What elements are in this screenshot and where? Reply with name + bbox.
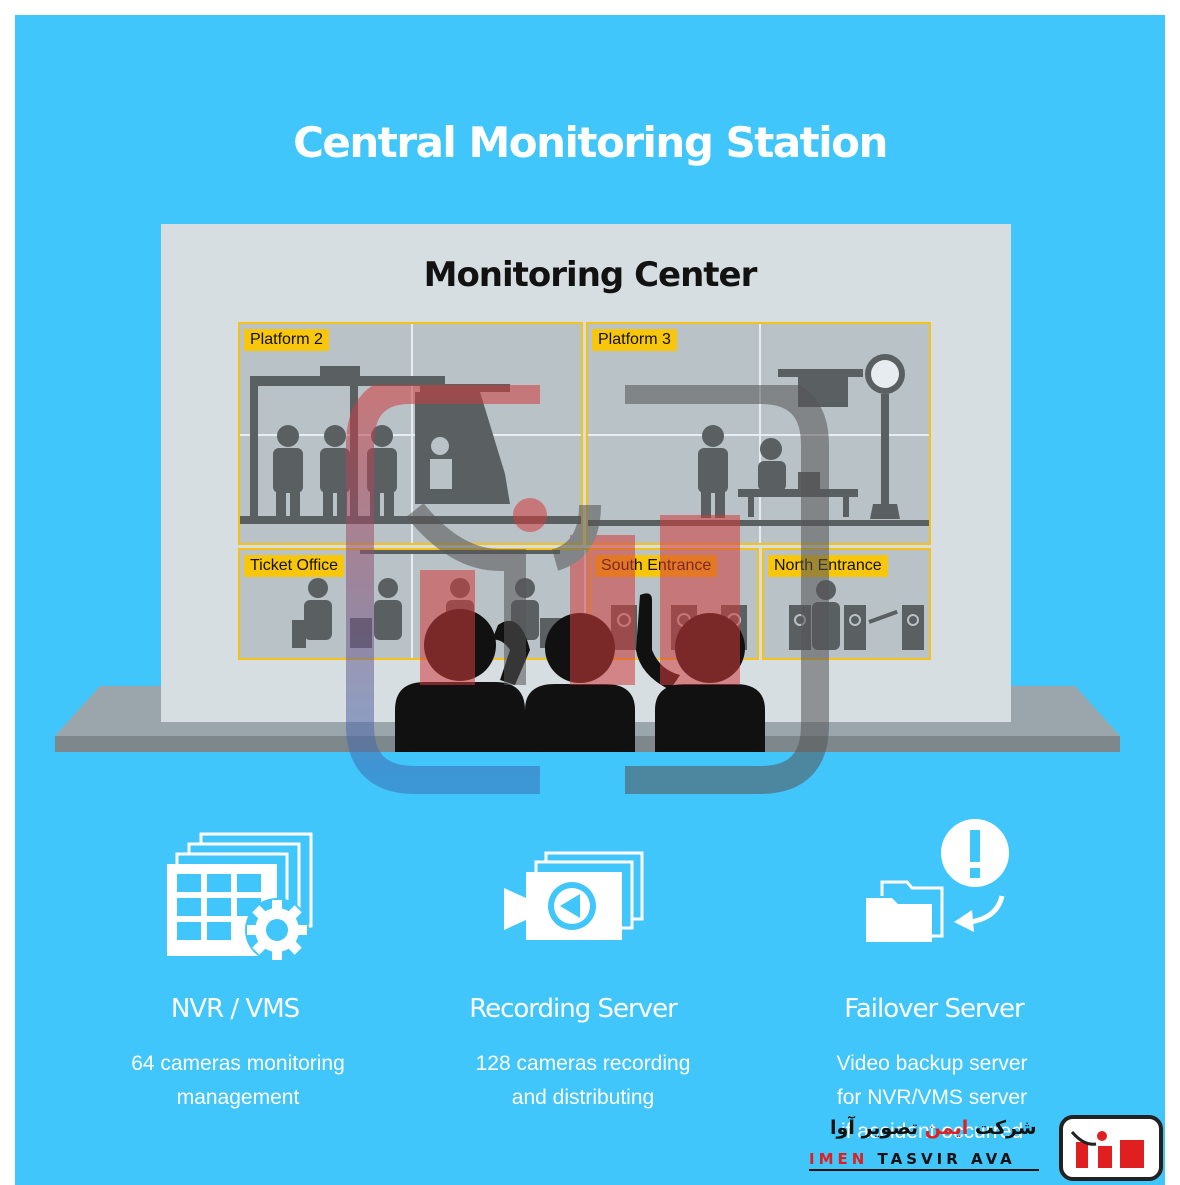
- platform-2-scene: [240, 366, 581, 524]
- feature-title-failover-server: Failover Server: [844, 994, 1024, 1024]
- fa-part-highlight: ایمن: [924, 1117, 969, 1139]
- feature-title-nvr-vms: NVR / VMS: [170, 994, 300, 1024]
- company-name-persian: شرکت ایمن تصویر آوا: [830, 1117, 1037, 1139]
- platform-3-scene: [588, 354, 929, 526]
- desc-line: 128 cameras recording: [475, 1052, 691, 1075]
- desc-line: if accident occurred: [840, 1120, 1024, 1143]
- desc-line: Video backup server: [836, 1052, 1028, 1075]
- camera-label: Platform 3: [592, 329, 677, 351]
- fa-part: تصویر آوا: [830, 1117, 925, 1139]
- en-part-highlight: IMEN: [809, 1150, 869, 1168]
- nvr-grid-gear-icon: [167, 832, 313, 960]
- feature-desc-recording-server: 128 cameras recording and distributing: [413, 1047, 753, 1115]
- company-logo-mark-icon: [1059, 1115, 1163, 1181]
- monitoring-center-title: Monitoring Center: [423, 255, 758, 295]
- watermark-logo: [346, 385, 829, 794]
- camera-tile-platform-3: Platform 3: [586, 322, 931, 545]
- desc-line: 64 cameras monitoring: [131, 1052, 345, 1075]
- feature-desc-failover-server: Video backup server for NVR/VMS server i…: [762, 1047, 1102, 1149]
- failover-folder-alert-icon: [866, 819, 1009, 942]
- desc-line: for NVR/VMS server: [836, 1086, 1028, 1109]
- fa-part: شرکت: [968, 1117, 1037, 1139]
- en-part: TASVIR AVA: [868, 1150, 1016, 1168]
- camera-tile-platform-2: Platform 2: [238, 322, 583, 545]
- feature-desc-nvr-vms: 64 cameras monitoring management: [68, 1047, 408, 1115]
- desc-line: and distributing: [511, 1086, 655, 1109]
- camera-label: Ticket Office: [244, 555, 345, 577]
- desc-line: management: [176, 1086, 300, 1109]
- feature-title-recording-server: Recording Server: [469, 994, 678, 1024]
- company-name-english: IMEN TASVIR AVA: [809, 1150, 1016, 1168]
- logo-underline: [809, 1169, 1039, 1171]
- camera-label: Platform 2: [244, 329, 329, 351]
- page-title: Central Monitoring Station: [293, 118, 888, 167]
- recording-camera-icon: [504, 851, 644, 940]
